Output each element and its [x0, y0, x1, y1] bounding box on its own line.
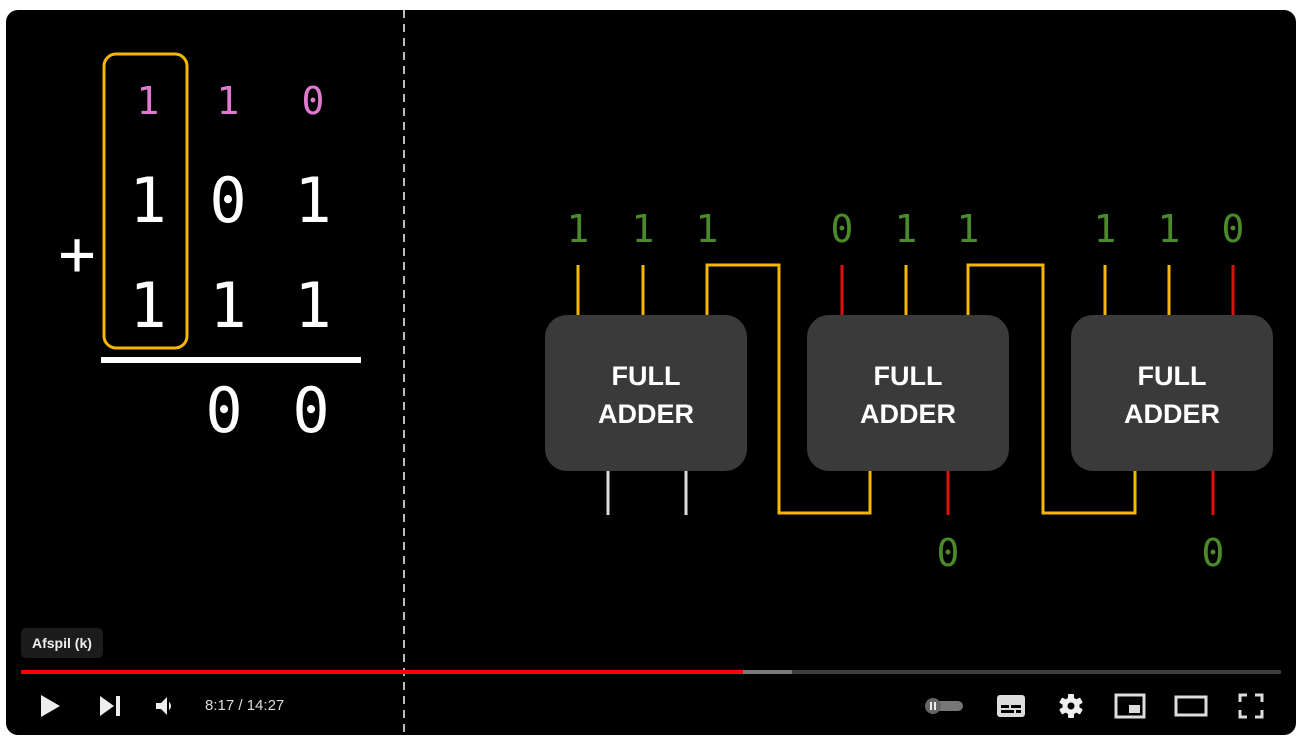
adder-input-digit: 0 — [831, 207, 854, 251]
addend1-digit: 1 — [294, 164, 331, 237]
result-digit: 0 — [292, 374, 329, 447]
column-highlight — [102, 52, 189, 350]
adder-label: FULL — [612, 361, 681, 391]
adder-label: ADDER — [860, 399, 956, 429]
adder-output-digit: 0 — [1202, 531, 1225, 575]
adder-label: FULL — [874, 361, 943, 391]
next-icon — [100, 696, 120, 716]
carry-digit: 0 — [302, 79, 325, 123]
subtitles-icon — [997, 695, 1025, 717]
adder-label: ADDER — [1124, 399, 1220, 429]
fullscreen-icon — [1238, 693, 1264, 719]
adder-input-digit: 1 — [567, 207, 590, 251]
miniplayer-button[interactable] — [1111, 686, 1149, 726]
settings-button[interactable] — [1052, 686, 1090, 726]
time-separator: / — [234, 697, 247, 714]
progress-played — [21, 670, 743, 674]
autoplay-toggle-icon — [925, 698, 963, 714]
current-time: 8:17 — [205, 697, 235, 714]
next-button[interactable] — [92, 686, 128, 726]
video-frame: 1 1 0 1 0 1 + 1 1 1 0 0 — [58, 10, 1273, 735]
adder-label: ADDER — [598, 399, 694, 429]
miniplayer-icon — [1114, 693, 1146, 719]
player-controls: 8:17 / 14:27 — [6, 686, 1296, 726]
video-player[interactable]: 1 1 0 1 0 1 + 1 1 1 0 0 — [6, 10, 1296, 735]
addend2-digit: 1 — [129, 269, 166, 342]
full-adder-1: FULL ADDER — [545, 315, 747, 471]
play-button[interactable] — [32, 686, 68, 726]
addend2-digit: 1 — [294, 269, 331, 342]
settings-gear-icon — [1059, 694, 1083, 718]
mute-button[interactable] — [149, 686, 181, 726]
adder-output-digit: 0 — [937, 531, 960, 575]
adder-input-digit: 1 — [957, 207, 980, 251]
duration: 14:27 — [246, 697, 285, 714]
carry-digit: 1 — [137, 79, 160, 123]
full-adder-3: FULL ADDER — [1071, 315, 1273, 471]
adder-input-digit: 1 — [1158, 207, 1181, 251]
autoplay-toggle[interactable] — [920, 686, 968, 726]
wires — [576, 263, 1235, 515]
volume-icon — [156, 697, 171, 715]
theater-mode-icon — [1174, 695, 1208, 717]
play-icon — [41, 695, 60, 717]
adder-input-digit: 1 — [696, 207, 719, 251]
time-display: 8:17 / 14:27 — [205, 697, 284, 714]
adder-input-digit: 1 — [632, 207, 655, 251]
plus-sign: + — [58, 217, 95, 290]
adder-label: FULL — [1138, 361, 1207, 391]
carry-digit: 1 — [217, 79, 240, 123]
subtitles-button[interactable] — [992, 686, 1030, 726]
play-tooltip: Afspil (k) — [21, 628, 103, 658]
result-digit: 0 — [205, 374, 242, 447]
theater-mode-button[interactable] — [1172, 686, 1210, 726]
adder-input-digit: 1 — [895, 207, 918, 251]
fullscreen-button[interactable] — [1232, 686, 1270, 726]
adder-input-digit: 1 — [1094, 207, 1117, 251]
progress-bar[interactable] — [21, 670, 1281, 674]
addend2-digit: 1 — [209, 269, 246, 342]
addend1-digit: 0 — [209, 164, 246, 237]
full-adder-2: FULL ADDER — [807, 315, 1009, 471]
sum-line — [101, 357, 361, 363]
addend1-digit: 1 — [129, 164, 166, 237]
adder-input-digit: 0 — [1222, 207, 1245, 251]
